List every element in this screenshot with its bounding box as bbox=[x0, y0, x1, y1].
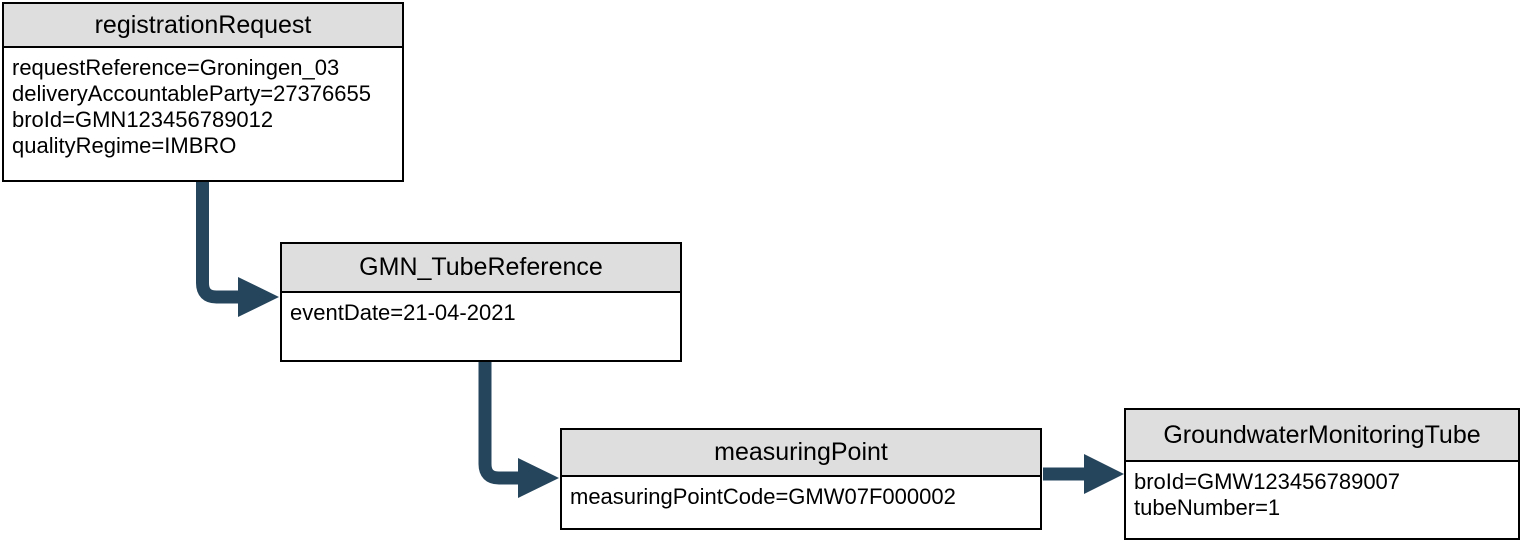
connector-path-1 bbox=[196, 181, 240, 304]
uml-class-gmn-tube-reference[interactable]: GMN_TubeReference eventDate=21-04-2021 bbox=[280, 242, 682, 362]
uml-attribute-row: broId=GMW123456789007 bbox=[1134, 469, 1401, 494]
uml-class-registration-request[interactable]: registrationRequest requestReference=Gro… bbox=[2, 2, 404, 182]
uml-attribute-row: measuringPointCode=GMW07F000002 bbox=[570, 484, 956, 509]
arrowhead-3 bbox=[1084, 454, 1124, 494]
arrowhead-2 bbox=[518, 458, 559, 498]
uml-attribute-row: tubeNumber=1 bbox=[1134, 495, 1281, 520]
uml-attributes-measuring-point: measuringPointCode=GMW07F000002 bbox=[562, 477, 1040, 528]
uml-class-title-groundwater-monitoring-tube: GroundwaterMonitoringTube bbox=[1126, 410, 1518, 462]
uml-class-measuring-point[interactable]: measuringPoint measuringPointCode=GMW07F… bbox=[560, 428, 1042, 530]
uml-attribute-row: requestReference=Groningen_03 bbox=[12, 55, 340, 80]
uml-attributes-groundwater-monitoring-tube: broId=GMW123456789007 tubeNumber=1 bbox=[1126, 462, 1518, 538]
uml-attributes-registration-request: requestReference=Groningen_03 deliveryAc… bbox=[4, 48, 402, 180]
uml-class-title-measuring-point: measuringPoint bbox=[562, 430, 1040, 477]
uml-attribute-row: qualityRegime=IMBRO bbox=[12, 133, 237, 158]
connector-path-2 bbox=[478, 362, 520, 485]
uml-class-title-registration-request: registrationRequest bbox=[4, 4, 402, 48]
uml-attributes-gmn-tube-reference: eventDate=21-04-2021 bbox=[282, 293, 680, 360]
uml-class-title-gmn-tube-reference: GMN_TubeReference bbox=[282, 244, 680, 293]
uml-class-groundwater-monitoring-tube[interactable]: GroundwaterMonitoringTube broId=GMW12345… bbox=[1124, 408, 1520, 540]
uml-attribute-row: eventDate=21-04-2021 bbox=[290, 300, 516, 325]
arrowhead-1 bbox=[238, 277, 279, 317]
uml-attribute-row: broId=GMN123456789012 bbox=[12, 107, 274, 132]
uml-attribute-row: deliveryAccountableParty=27376655 bbox=[12, 81, 371, 106]
